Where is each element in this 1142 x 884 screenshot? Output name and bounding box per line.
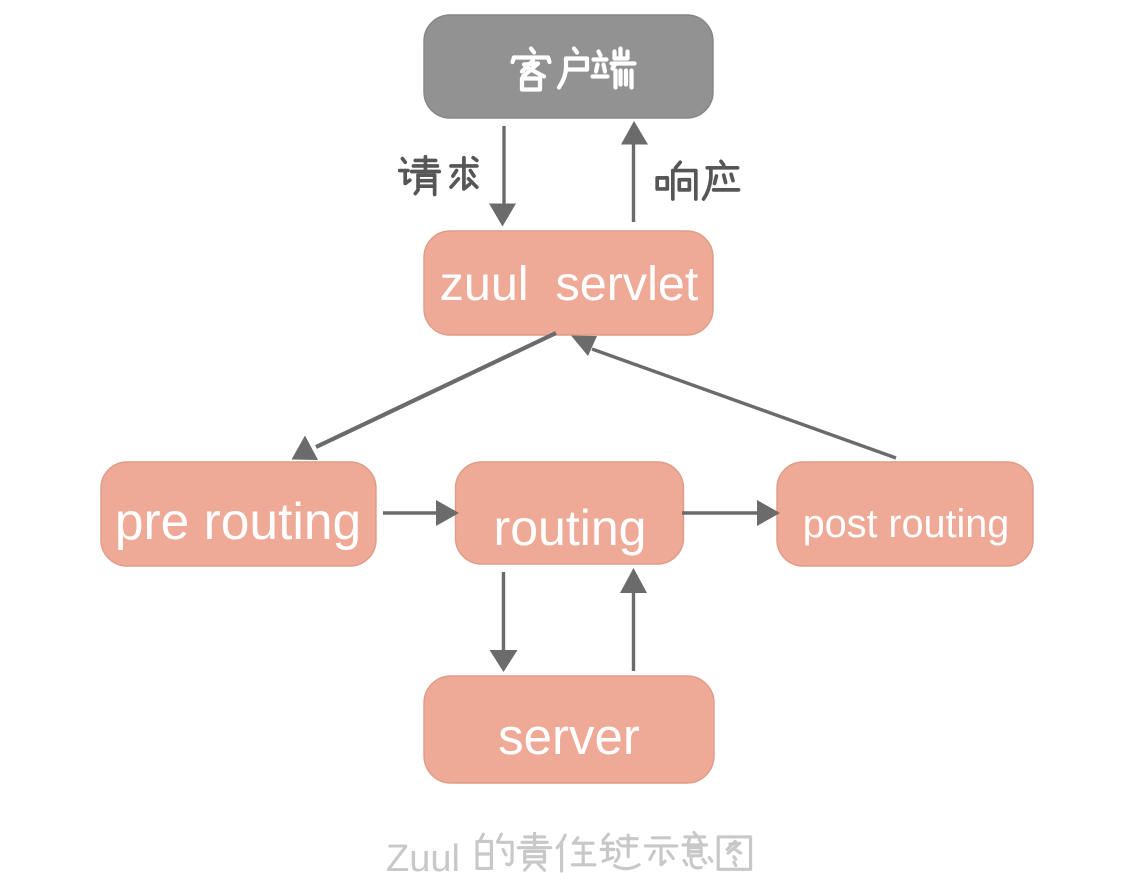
svg-text:post routing: post routing [803, 502, 1009, 546]
svg-text:server: server [498, 708, 640, 765]
svg-text:routing: routing [494, 500, 647, 556]
svg-text:pre routing: pre routing [115, 492, 361, 550]
svg-text:Zuul: Zuul [386, 838, 460, 880]
svg-text:zuul servlet: zuul servlet [440, 257, 699, 311]
